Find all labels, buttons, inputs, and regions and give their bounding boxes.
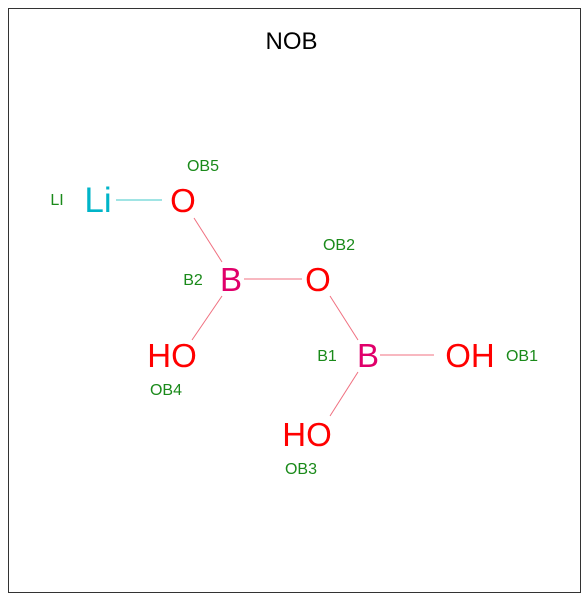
atom-ob3-symbol: HO — [282, 416, 332, 453]
diagram-title: NOB — [265, 28, 318, 55]
atom-b1-label: B1 — [317, 348, 337, 365]
diagram-frame — [8, 8, 581, 593]
atom-b1-symbol: B — [357, 337, 379, 374]
bond-ob5-b2 — [193, 217, 223, 263]
atom-b2-symbol: B — [220, 261, 242, 298]
atom-ob3-label: OB3 — [285, 461, 317, 478]
atom-ob5-symbol: O — [170, 182, 196, 219]
atom-b2-label: B2 — [183, 272, 203, 289]
atom-ob1-label: OB1 — [506, 348, 538, 365]
atom-li-symbol: Li — [84, 181, 111, 220]
bond-b1-ob3 — [329, 371, 359, 417]
atom-ob2-symbol: O — [305, 261, 331, 298]
atom-li-label: LI — [50, 192, 63, 209]
atom-ob2-label: OB2 — [323, 237, 355, 254]
atom-ob4-symbol: HO — [147, 337, 197, 374]
atom-ob5-label: OB5 — [187, 158, 219, 175]
atom-ob1-symbol: OH — [445, 337, 495, 374]
bond-ob2-b1 — [329, 295, 359, 341]
bond-b2-ob4 — [191, 295, 223, 341]
atom-ob4-label: OB4 — [150, 382, 182, 399]
